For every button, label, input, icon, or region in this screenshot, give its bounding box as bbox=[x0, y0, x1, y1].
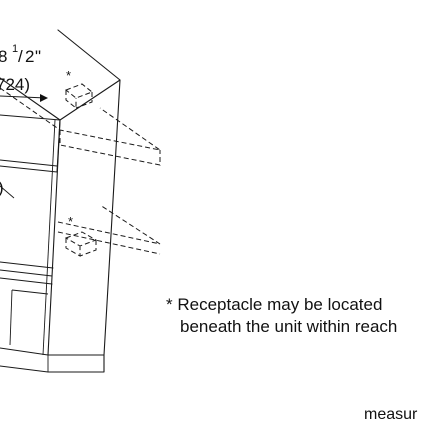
dimension-leader bbox=[0, 185, 15, 199]
receptacle-marker-lower: * bbox=[68, 214, 73, 229]
receptacle-box-upper bbox=[65, 83, 93, 110]
cabinet-front-inner-edge bbox=[42, 119, 56, 356]
dimension-mark-left: ) bbox=[0, 178, 4, 197]
dimension-arrowhead bbox=[40, 94, 48, 102]
receptacle-note-line-2: beneath the unit within reach bbox=[180, 317, 398, 336]
receptacle-note-line-1: * Receptacle may be located bbox=[166, 295, 383, 314]
middle-shelf bbox=[0, 261, 54, 269]
dimension-inches: 8 bbox=[0, 47, 7, 66]
top-rail-lower-edge bbox=[0, 159, 58, 167]
dimension-arrow bbox=[0, 95, 47, 99]
cabinet-base bbox=[0, 347, 105, 373]
top-rail bbox=[0, 114, 61, 173]
cutout-top-outline-2 bbox=[59, 130, 161, 166]
dimension-frac-den: 2 bbox=[25, 47, 34, 66]
cabinet-side-back-edge bbox=[103, 79, 121, 356]
cutout-top-outline bbox=[0, 87, 161, 151]
receptacle-marker-upper: * bbox=[66, 68, 71, 83]
dimension-mm: 724) bbox=[0, 75, 30, 94]
dimension-inches-unit: " bbox=[35, 47, 41, 66]
middle-shelf-lower-2 bbox=[0, 277, 53, 285]
lower-opening-inner bbox=[11, 289, 49, 295]
cutout-mid-outline-2 bbox=[57, 231, 161, 255]
footer-measure-text: measur bbox=[364, 406, 418, 423]
receptacle-box-lower bbox=[64, 231, 98, 257]
dimension-inches-whole: 8 bbox=[0, 47, 7, 66]
dimension-frac-slash: / bbox=[18, 47, 23, 66]
lower-opening-inner-2 bbox=[9, 289, 13, 346]
dimension-frac-num: 1 bbox=[12, 43, 18, 55]
cutout-mid-outline bbox=[57, 204, 161, 245]
middle-shelf-lower bbox=[0, 269, 53, 277]
cabinet-top-face bbox=[0, 29, 121, 121]
